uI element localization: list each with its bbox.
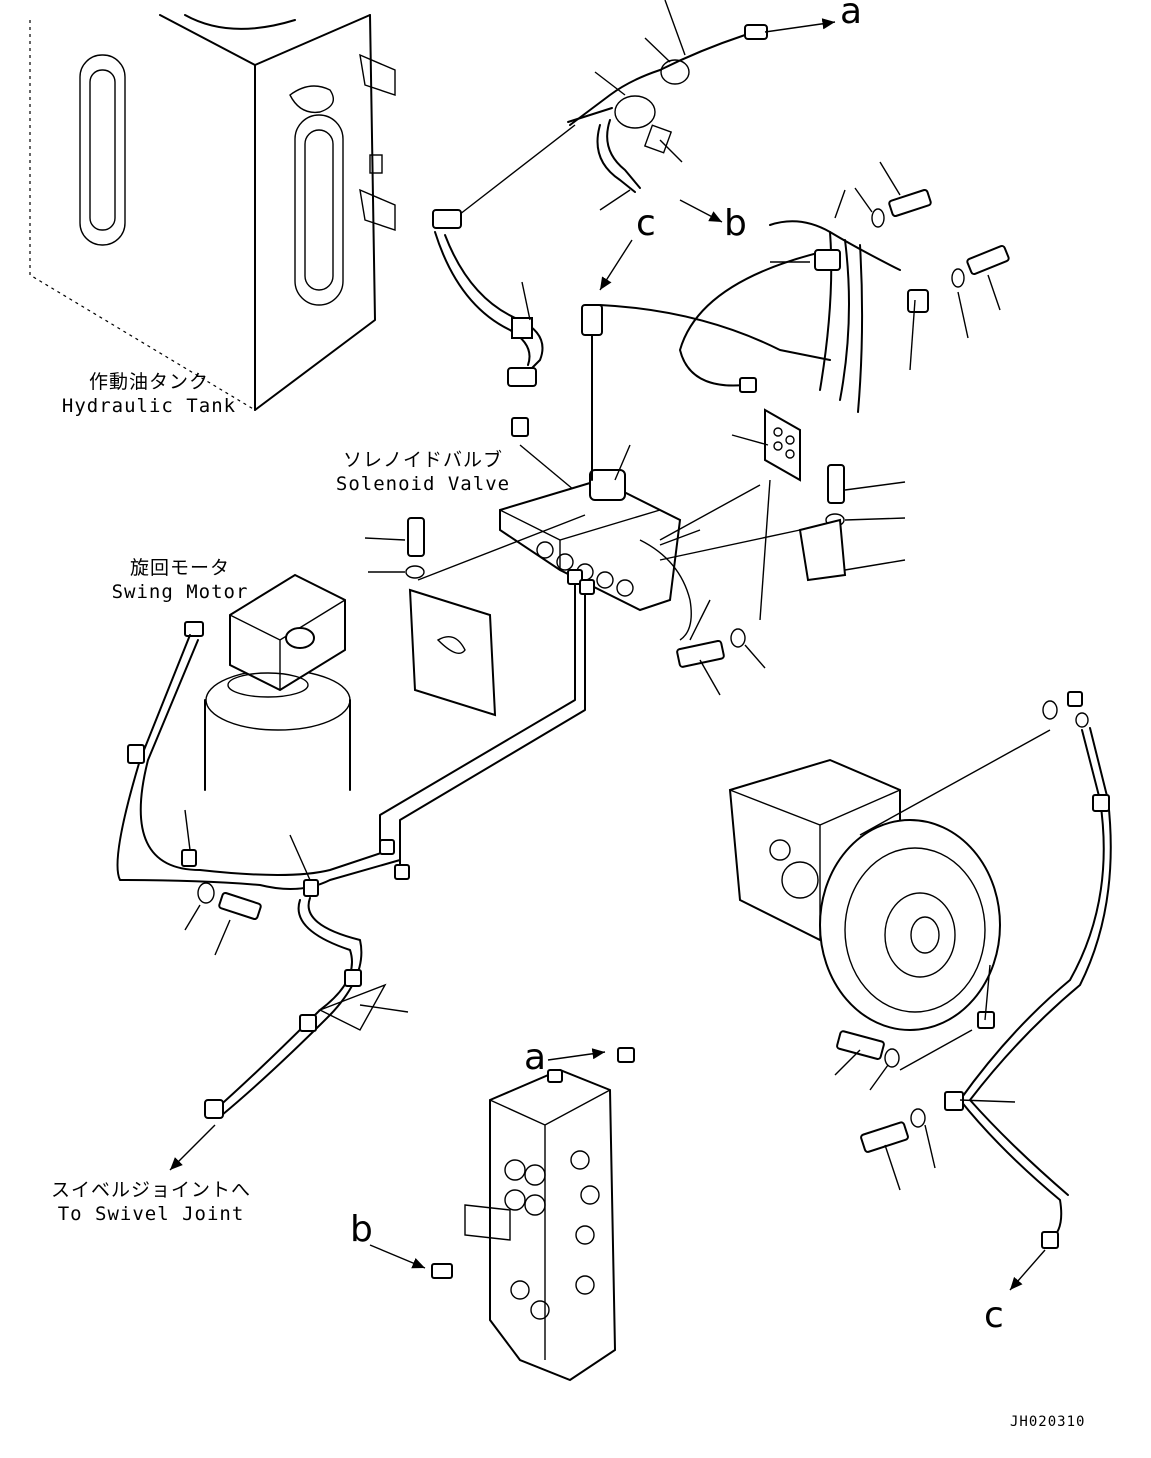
tank-return-hose: [432, 209, 581, 496]
solenoid-valve-label-en: Solenoid Valve: [335, 473, 511, 495]
swing-motor-label-jp: 旋回モータ: [129, 557, 230, 579]
main-pump: [728, 691, 1089, 1031]
pump-hose: [834, 727, 1112, 1291]
ref-b-valve: b: [350, 1209, 373, 1250]
drawing-code: JH020310: [1010, 1414, 1086, 1430]
right-harness: [599, 189, 929, 413]
swivel-joint-label-en: To Swivel Joint: [57, 1203, 245, 1225]
swing-motor: [184, 573, 351, 791]
solenoid-valve: [499, 304, 801, 641]
control-valve: [369, 1047, 635, 1382]
upper-right-bolts: [854, 161, 1010, 339]
ref-a-top: a: [840, 0, 863, 32]
swivel-joint-label-jp: スイベルジョイントへ: [50, 1179, 251, 1201]
ref-c-top: c: [636, 203, 656, 244]
hydraulic-tank-label: 作動油タンク Hydraulic Tank: [54, 370, 244, 418]
hydraulic-tank: [29, 14, 396, 411]
ref-c-bottom: c: [984, 1295, 1004, 1336]
ref-c-arrow: [599, 239, 633, 291]
ref-b-top: b: [724, 203, 747, 244]
top-hoses: [454, 0, 836, 223]
swing-motor-label-en: Swing Motor: [111, 581, 249, 603]
solenoid-plate: [364, 514, 766, 717]
swing-motor-label: 旋回モータ Swing Motor: [100, 556, 260, 604]
solenoid-valve-label: ソレノイドバルブ Solenoid Valve: [328, 448, 518, 496]
swing-motor-hoses: [116, 569, 595, 1171]
connector-bracket: [731, 408, 906, 621]
hydraulic-tank-label-en: Hydraulic Tank: [61, 395, 237, 417]
solenoid-valve-label-jp: ソレノイドバルブ: [342, 449, 503, 471]
ref-a-valve: a: [524, 1037, 547, 1078]
hydraulic-tank-label-jp: 作動油タンク: [88, 371, 209, 393]
swivel-joint-label: スイベルジョイントへ To Swivel Joint: [46, 1178, 256, 1226]
